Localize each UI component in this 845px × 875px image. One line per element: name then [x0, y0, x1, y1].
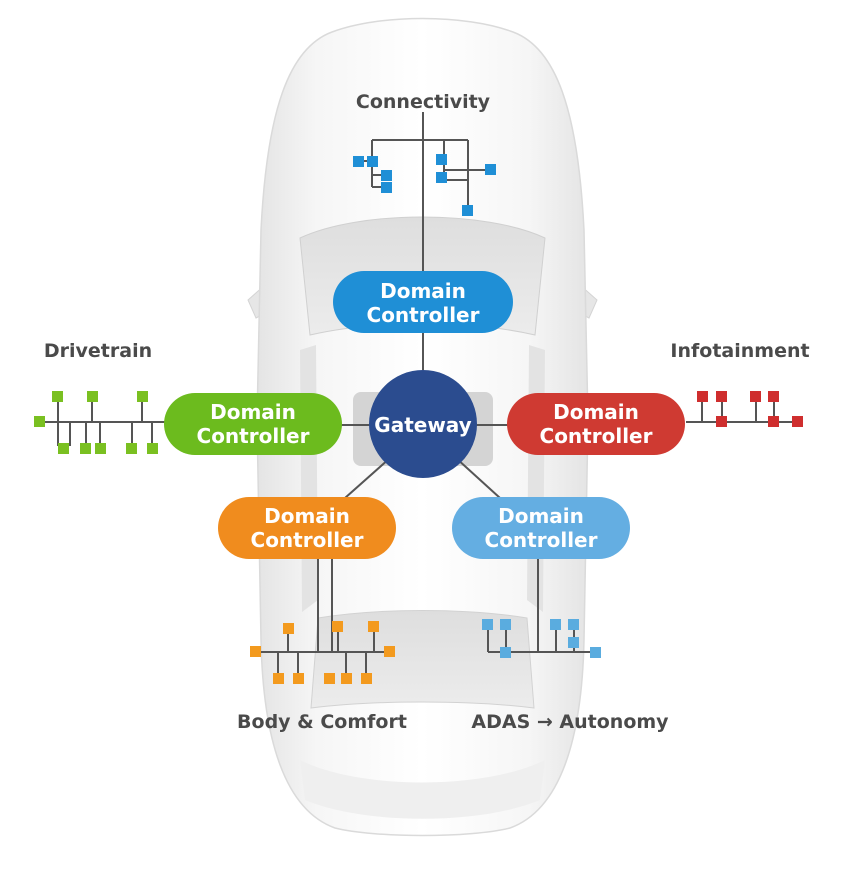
infotainment-node	[697, 391, 708, 402]
infotainment-nodes	[697, 391, 803, 427]
infotainment-node	[716, 391, 727, 402]
body-comfort-node	[341, 673, 352, 684]
gateway-node: Gateway	[369, 370, 477, 478]
controller-label-line2: Controller	[251, 528, 364, 552]
connectivity-node	[381, 170, 392, 181]
drivetrain-node	[95, 443, 106, 454]
body-comfort-node	[332, 621, 343, 632]
controller-label-line1: Domain	[380, 279, 466, 303]
adas-node	[482, 619, 493, 630]
adas-nodes	[482, 619, 601, 658]
body-comfort-node	[384, 646, 395, 657]
body-comfort-node	[250, 646, 261, 657]
drivetrain-node	[52, 391, 63, 402]
adas-node	[500, 647, 511, 658]
drivetrain-domain-controller: Domain Controller	[164, 393, 342, 455]
infotainment-node	[716, 416, 727, 427]
body-comfort-nodes	[250, 621, 395, 684]
body-comfort-node	[293, 673, 304, 684]
gateway-label: Gateway	[374, 413, 471, 437]
adas-node	[550, 619, 561, 630]
connectivity-node	[436, 172, 447, 183]
drivetrain-node	[87, 391, 98, 402]
controller-label-line2: Controller	[367, 303, 480, 327]
adas-node	[568, 637, 579, 648]
body-comfort-node	[273, 673, 284, 684]
connectivity-nodes	[353, 154, 496, 216]
adas-node	[500, 619, 511, 630]
drivetrain-node	[80, 443, 91, 454]
drivetrain-node	[34, 416, 45, 427]
drivetrain-nodes	[34, 391, 158, 454]
connectivity-node	[381, 182, 392, 193]
adas-node	[568, 619, 579, 630]
controller-label-line1: Domain	[498, 504, 584, 528]
infotainment-node	[768, 416, 779, 427]
controller-label-line1: Domain	[264, 504, 350, 528]
drivetrain-label: Drivetrain	[44, 340, 152, 362]
body-comfort-node	[361, 673, 372, 684]
body-comfort-node	[324, 673, 335, 684]
drivetrain-node	[147, 443, 158, 454]
connectivity-node	[367, 156, 378, 167]
connectivity-node	[485, 164, 496, 175]
connectivity-domain-controller: Domain Controller	[333, 271, 513, 333]
connectivity-node	[462, 205, 473, 216]
connectivity-node	[436, 154, 447, 165]
body-comfort-node	[368, 621, 379, 632]
controller-label-line2: Controller	[540, 424, 653, 448]
controller-label-line1: Domain	[553, 400, 639, 424]
drivetrain-node	[58, 443, 69, 454]
connectivity-node	[353, 156, 364, 167]
adas-autonomy-label: ADAS → Autonomy	[471, 711, 669, 733]
infotainment-node	[768, 391, 779, 402]
infotainment-node	[750, 391, 761, 402]
infotainment-label: Infotainment	[670, 340, 809, 362]
body-comfort-domain-controller: Domain Controller	[218, 497, 396, 559]
connectivity-label: Connectivity	[356, 91, 491, 113]
adas-domain-controller: Domain Controller	[452, 497, 630, 559]
drivetrain-node	[126, 443, 137, 454]
controller-label-line1: Domain	[210, 400, 296, 424]
infotainment-domain-controller: Domain Controller	[507, 393, 685, 455]
body-comfort-label: Body & Comfort	[237, 711, 407, 733]
drivetrain-node	[137, 391, 148, 402]
body-comfort-node	[283, 623, 294, 634]
controller-label-line2: Controller	[485, 528, 598, 552]
adas-node	[590, 647, 601, 658]
infotainment-node	[792, 416, 803, 427]
controller-label-line2: Controller	[197, 424, 310, 448]
